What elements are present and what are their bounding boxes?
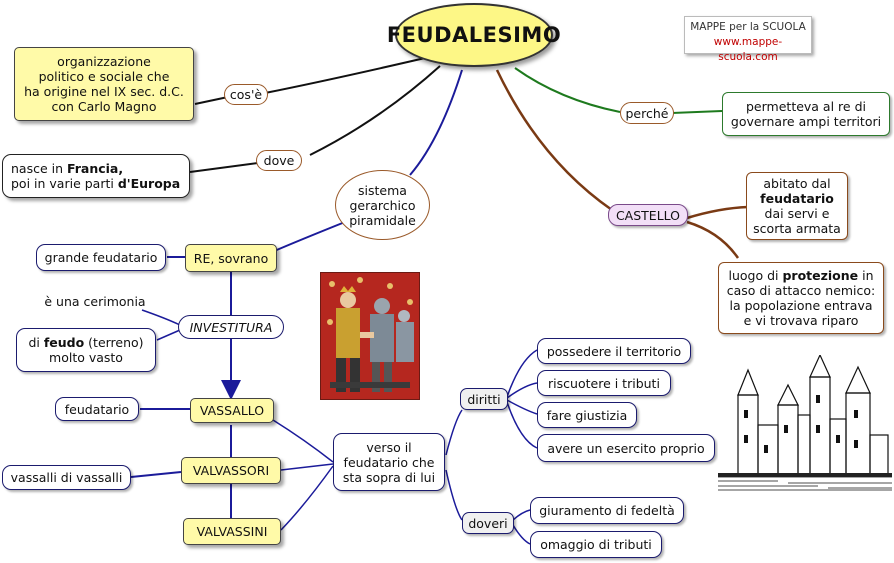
organizzazione-line2: politico e sociale che	[38, 69, 170, 84]
diritti-item-esercito: avere un esercito proprio	[537, 434, 715, 462]
medieval-investiture-illustration	[320, 272, 420, 400]
concept-permetteva: permetteva al re di governare ampi terri…	[722, 92, 890, 136]
sistema-line3: piramidale	[349, 212, 416, 228]
permetteva-line2: governare ampi territori	[730, 114, 882, 129]
sistema-line2: gerarchico	[349, 197, 416, 213]
concept-cerimonia: è una cerimonia	[44, 293, 146, 309]
map-title: FEUDALESIMO	[387, 3, 561, 67]
concept-nasce: nasce in Francia, poi in varie parti d'E…	[2, 154, 190, 198]
concept-valvassori: VALVASSORI	[181, 457, 281, 484]
concept-feudo: di feudo (terreno) molto vasto	[16, 328, 156, 372]
diritti-item-giustizia: fare giustizia	[537, 402, 637, 428]
organizzazione-line3: ha origine nel IX sec. d.C.	[24, 84, 184, 99]
link-label-cos-e: cos'è	[224, 84, 268, 105]
watermark-line1: MAPPE per la SCUOLA	[690, 21, 806, 33]
concept-doveri: doveri	[462, 512, 514, 534]
nasce-line1: nasce in Francia,	[11, 161, 124, 176]
concept-sistema: sistema gerarchico piramidale	[335, 170, 430, 240]
link-label-perche: perché	[620, 102, 674, 124]
luogo-line4: e vi trovava riparo	[743, 313, 859, 328]
concept-valvassini: VALVASSINI	[183, 518, 281, 545]
concept-abitato: abitato dal feudatario dai servi e scort…	[746, 172, 848, 240]
diritti-item-riscuotere: riscuotere i tributi	[537, 370, 671, 396]
diritti-item-possedere: possedere il territorio	[537, 338, 691, 364]
concept-organizzazione: organizzazione politico e sociale che ha…	[14, 47, 194, 121]
concept-investitura: INVESTITURA	[178, 315, 284, 339]
concept-vassalli-di-vassalli: vassalli di vassalli	[2, 465, 131, 490]
abitato-line1: abitato dal	[763, 176, 831, 191]
castle-sketch-illustration	[718, 355, 892, 491]
abitato-line3: dai servi e	[764, 206, 830, 221]
doveri-item-giuramento: giuramento di fedeltà	[530, 497, 684, 524]
concept-castello: CASTELLO	[608, 204, 688, 226]
doveri-item-omaggio: omaggio di tributi	[530, 531, 662, 558]
watermark-line2[interactable]: www.mappe-scuola.com	[713, 36, 783, 63]
concept-vassallo: VASSALLO	[190, 398, 274, 423]
luogo-line2: caso di attacco nemico:	[726, 283, 876, 298]
nasce-line2: poi in varie parti d'Europa	[11, 176, 181, 191]
concept-luogo: luogo di protezione in caso di attacco n…	[718, 262, 884, 334]
verso-line2: feudatario che	[343, 454, 435, 470]
permetteva-line1: permetteva al re di	[746, 99, 866, 114]
concept-feudatario: feudatario	[55, 397, 139, 421]
luogo-line3: la popolazione entrava	[729, 298, 873, 313]
concept-diritti: diritti	[460, 388, 508, 410]
sistema-line1: sistema	[358, 182, 407, 198]
feudo-line1: di feudo (terreno)	[28, 335, 144, 350]
concept-grande-feudatario: grande feudatario	[36, 244, 166, 271]
verso-line3: sta sopra di lui	[342, 469, 436, 485]
luogo-line1: luogo di protezione in	[728, 268, 874, 283]
abitato-line2: feudatario	[760, 191, 834, 206]
organizzazione-line1: organizzazione	[57, 54, 151, 69]
concept-verso-feudatario: verso il feudatario che sta sopra di lui	[333, 433, 445, 491]
concept-re-sovrano: RE, sovrano	[185, 244, 277, 272]
link-label-dove: dove	[256, 150, 302, 171]
organizzazione-line4: con Carlo Magno	[51, 99, 157, 114]
feudo-line2: molto vasto	[49, 350, 123, 365]
abitato-line4: scorta armata	[753, 221, 841, 236]
verso-line1: verso il	[366, 439, 412, 455]
site-watermark: MAPPE per la SCUOLA www.mappe-scuola.com	[684, 16, 812, 63]
